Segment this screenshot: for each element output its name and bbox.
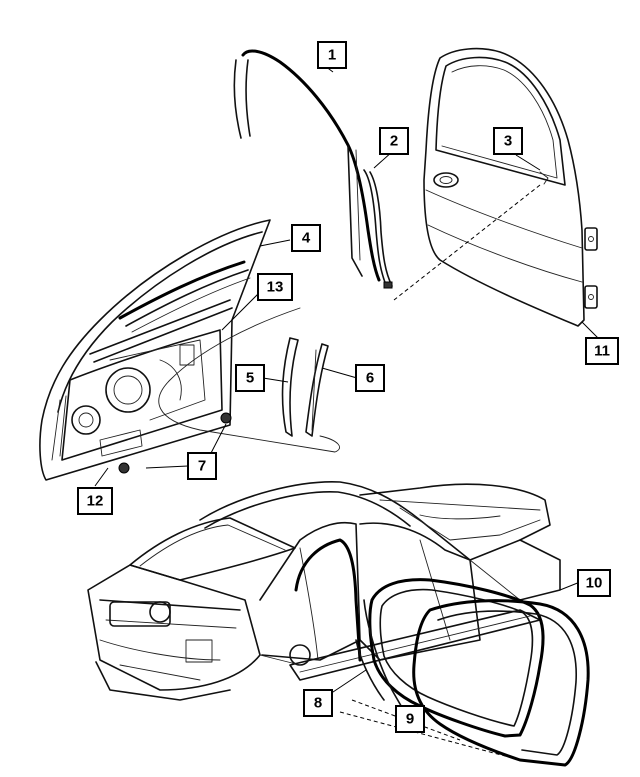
callout-10-label: 10: [586, 575, 603, 592]
watershield-part: [158, 307, 340, 453]
callout-6: 6: [355, 364, 385, 392]
callout-7: 7: [187, 452, 217, 480]
door-assembly-part: [423, 47, 598, 327]
callout-11-label: 11: [594, 343, 610, 360]
callout-13-label: 13: [267, 279, 284, 296]
callout-6-label: 6: [366, 370, 374, 387]
glass-run-seal-part: [363, 169, 393, 289]
callout-9: 9: [395, 705, 425, 733]
callout-2-label: 2: [390, 133, 398, 150]
callout-2: 2: [379, 127, 409, 155]
door-inner-panel-part: [39, 219, 271, 481]
callout-5: 5: [235, 364, 265, 392]
vehicle-body-part: [87, 481, 561, 701]
callout-4: 4: [291, 224, 321, 252]
callout-8: 8: [303, 689, 333, 717]
callout-11: 11: [585, 337, 619, 365]
callout-9-label: 9: [406, 711, 414, 728]
callout-12-label: 12: [87, 493, 104, 510]
division-channel-part: [281, 337, 329, 437]
door-frame-seal-part: [233, 49, 381, 282]
callout-13: 13: [257, 273, 293, 301]
callout-5-label: 5: [246, 370, 254, 387]
callout-3-label: 3: [504, 133, 512, 150]
callout-3: 3: [493, 127, 523, 155]
callout-4-label: 4: [302, 230, 311, 247]
callout-12: 12: [77, 487, 113, 515]
callout-8-label: 8: [314, 695, 322, 712]
callout-1-label: 1: [328, 47, 336, 64]
door-opening-weatherstrips-part: [368, 578, 590, 767]
callout-10: 10: [577, 569, 611, 597]
callout-1: 1: [317, 41, 347, 69]
callout-7-label: 7: [198, 458, 206, 475]
